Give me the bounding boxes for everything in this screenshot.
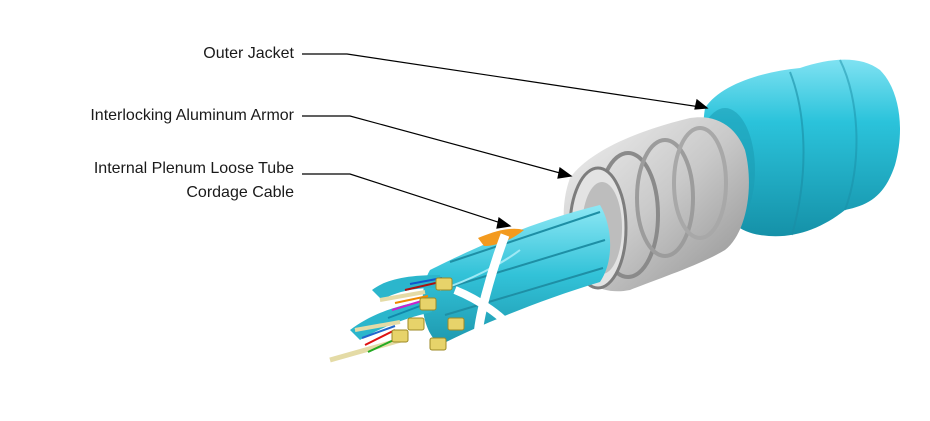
leader-lines bbox=[302, 53, 709, 229]
loose-tube-label: Internal Plenum Loose Tube Cordage Cable bbox=[94, 157, 294, 205]
armor-label: Interlocking Aluminum Armor bbox=[90, 107, 294, 124]
leader-armor bbox=[302, 115, 572, 177]
outer-jacket-label: Outer Jacket bbox=[203, 45, 294, 62]
loose-tube-label-line1: Internal Plenum Loose Tube bbox=[93, 160, 294, 177]
leader-outer-jacket bbox=[302, 53, 708, 109]
subunit-bundle bbox=[350, 205, 611, 345]
loose-tube-label-line2: Cordage Cable bbox=[186, 184, 294, 201]
fiber-ends bbox=[329, 277, 465, 363]
leader-tube bbox=[302, 173, 511, 227]
